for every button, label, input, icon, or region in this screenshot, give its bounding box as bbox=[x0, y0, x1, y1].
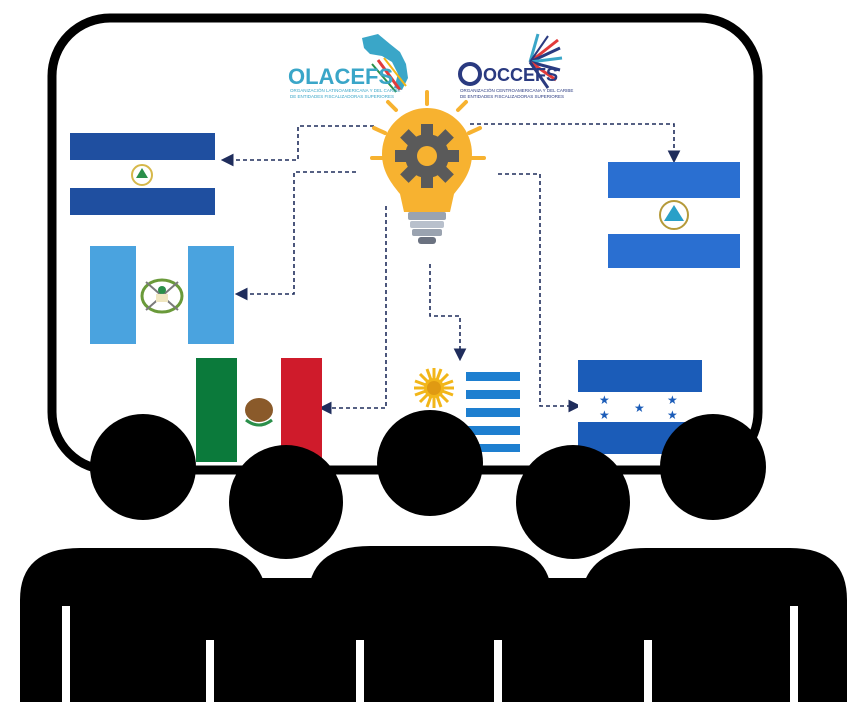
person-head bbox=[229, 445, 343, 559]
olacefs-logo: OLACEFS ORGANIZACIÓN LATINOAMERICANA Y D… bbox=[288, 34, 408, 99]
connector-lines bbox=[220, 123, 681, 415]
person-body bbox=[440, 578, 706, 702]
sun-of-may-icon bbox=[414, 368, 454, 408]
olacefs-subtitle-2: DE ENTIDADES FISCALIZADORAS SUPERIORES bbox=[290, 94, 394, 99]
flag-mexico bbox=[196, 358, 322, 462]
person-head bbox=[377, 410, 483, 516]
svg-text:★: ★ bbox=[599, 408, 610, 422]
person-head bbox=[516, 445, 630, 559]
person-head bbox=[90, 414, 196, 520]
coat-of-arms-icon bbox=[659, 200, 689, 230]
lightbulb-gear-icon bbox=[370, 90, 486, 244]
flag-nicaragua bbox=[608, 162, 740, 268]
occefs-logo-text: OCCEFS bbox=[483, 65, 558, 85]
connector-el-salvador bbox=[220, 125, 374, 167]
eagle-icon bbox=[245, 398, 273, 422]
svg-text:★: ★ bbox=[667, 408, 678, 422]
person-body bbox=[152, 578, 420, 702]
connector-nicaragua bbox=[470, 123, 681, 164]
audience-silhouettes bbox=[20, 410, 847, 702]
svg-text:★: ★ bbox=[599, 393, 610, 407]
person-head bbox=[660, 414, 766, 520]
connector-uruguay bbox=[429, 264, 467, 362]
connector-honduras bbox=[498, 173, 582, 413]
flag-el-salvador bbox=[70, 133, 215, 215]
laurel-icon bbox=[140, 278, 184, 314]
svg-text:★: ★ bbox=[634, 401, 645, 415]
svg-text:★: ★ bbox=[667, 393, 678, 407]
stars-icon: ★ ★ ★ ★ ★ bbox=[599, 393, 678, 422]
occefs-logo: OCCEFS ORGANIZACIÓN CENTROAMERICANA Y DE… bbox=[458, 33, 573, 99]
connector-guatemala bbox=[234, 171, 356, 301]
flag-guatemala bbox=[90, 246, 234, 344]
arm-separators bbox=[62, 606, 798, 702]
occefs-subtitle-1: ORGANIZACIÓN CENTROAMERICANA Y DEL CARIB… bbox=[460, 87, 573, 93]
occefs-subtitle-2: DE ENTIDADES FISCALIZADORAS SUPERIORES bbox=[460, 94, 564, 99]
olacefs-subtitle-1: ORGANIZACIÓN LATINOAMERICANA Y DEL CARIB… bbox=[290, 87, 400, 93]
coat-of-arms-icon bbox=[131, 164, 153, 186]
olacefs-logo-text: OLACEFS bbox=[288, 64, 393, 89]
